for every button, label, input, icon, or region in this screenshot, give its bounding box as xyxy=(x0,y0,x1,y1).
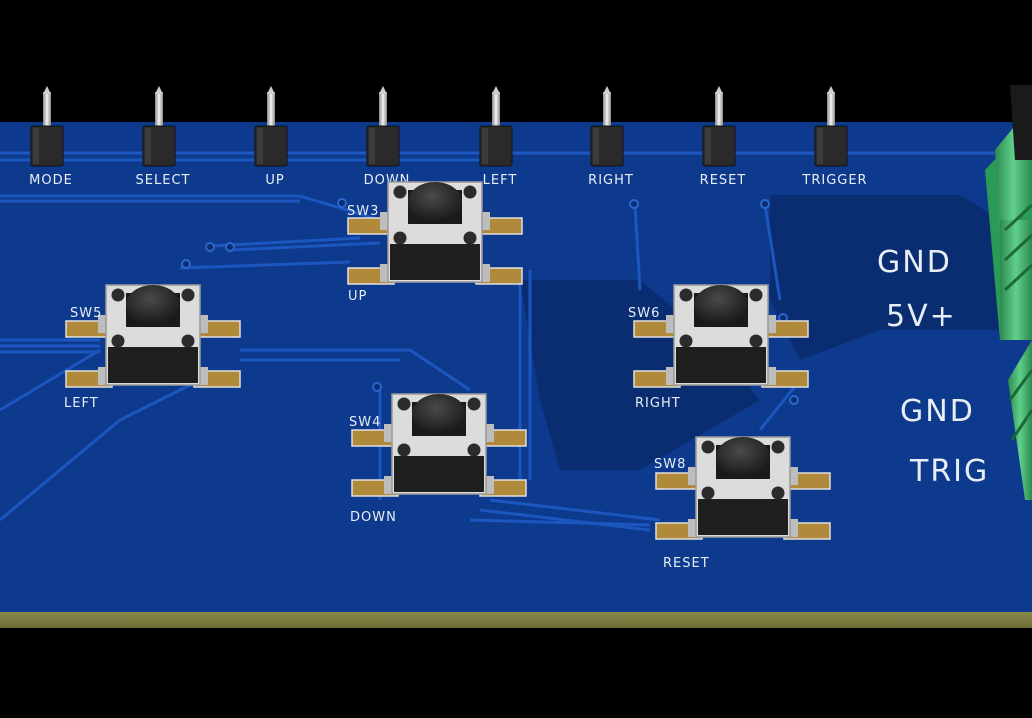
switch-label: RESET xyxy=(663,556,710,571)
pin-label: TRIGGER xyxy=(801,173,867,188)
switch-label: RIGHT xyxy=(635,396,681,411)
switch-label: LEFT xyxy=(64,396,99,411)
header-pin-trigger: TRIGGER xyxy=(801,86,867,188)
pcb-edge xyxy=(0,612,1032,628)
header-pin-up: UP xyxy=(254,86,288,188)
gnd-label-2: GND xyxy=(900,394,975,429)
trig-label: TRIG xyxy=(909,454,989,489)
pin-label: MODE xyxy=(29,173,73,188)
ground-pour xyxy=(770,195,1032,360)
switch-ref: SW4 xyxy=(349,415,381,430)
5v-label: 5V+ xyxy=(886,299,957,334)
pin-label: UP xyxy=(265,173,284,188)
switch-label: DOWN xyxy=(350,510,397,525)
header-pin-right: RIGHT xyxy=(588,86,634,188)
pin-label: RIGHT xyxy=(588,173,634,188)
pin-label: LEFT xyxy=(483,173,518,188)
screw-terminal xyxy=(985,85,1032,500)
header-pin-reset: RESET xyxy=(700,86,747,188)
pin-label: SELECT xyxy=(136,173,191,188)
header-pin-select: SELECT xyxy=(136,86,191,188)
switch-ref: SW3 xyxy=(347,204,379,219)
header-pin-left: LEFT xyxy=(479,86,518,188)
switch-label: UP xyxy=(348,289,367,304)
vias xyxy=(181,198,799,405)
pin-label: RESET xyxy=(700,173,747,188)
gnd-label-1: GND xyxy=(877,245,952,280)
switch-ref: SW8 xyxy=(654,457,686,472)
switch-ref: SW6 xyxy=(628,306,660,321)
switch-ref: SW5 xyxy=(70,306,102,321)
header-pin-mode: MODE xyxy=(29,86,73,188)
